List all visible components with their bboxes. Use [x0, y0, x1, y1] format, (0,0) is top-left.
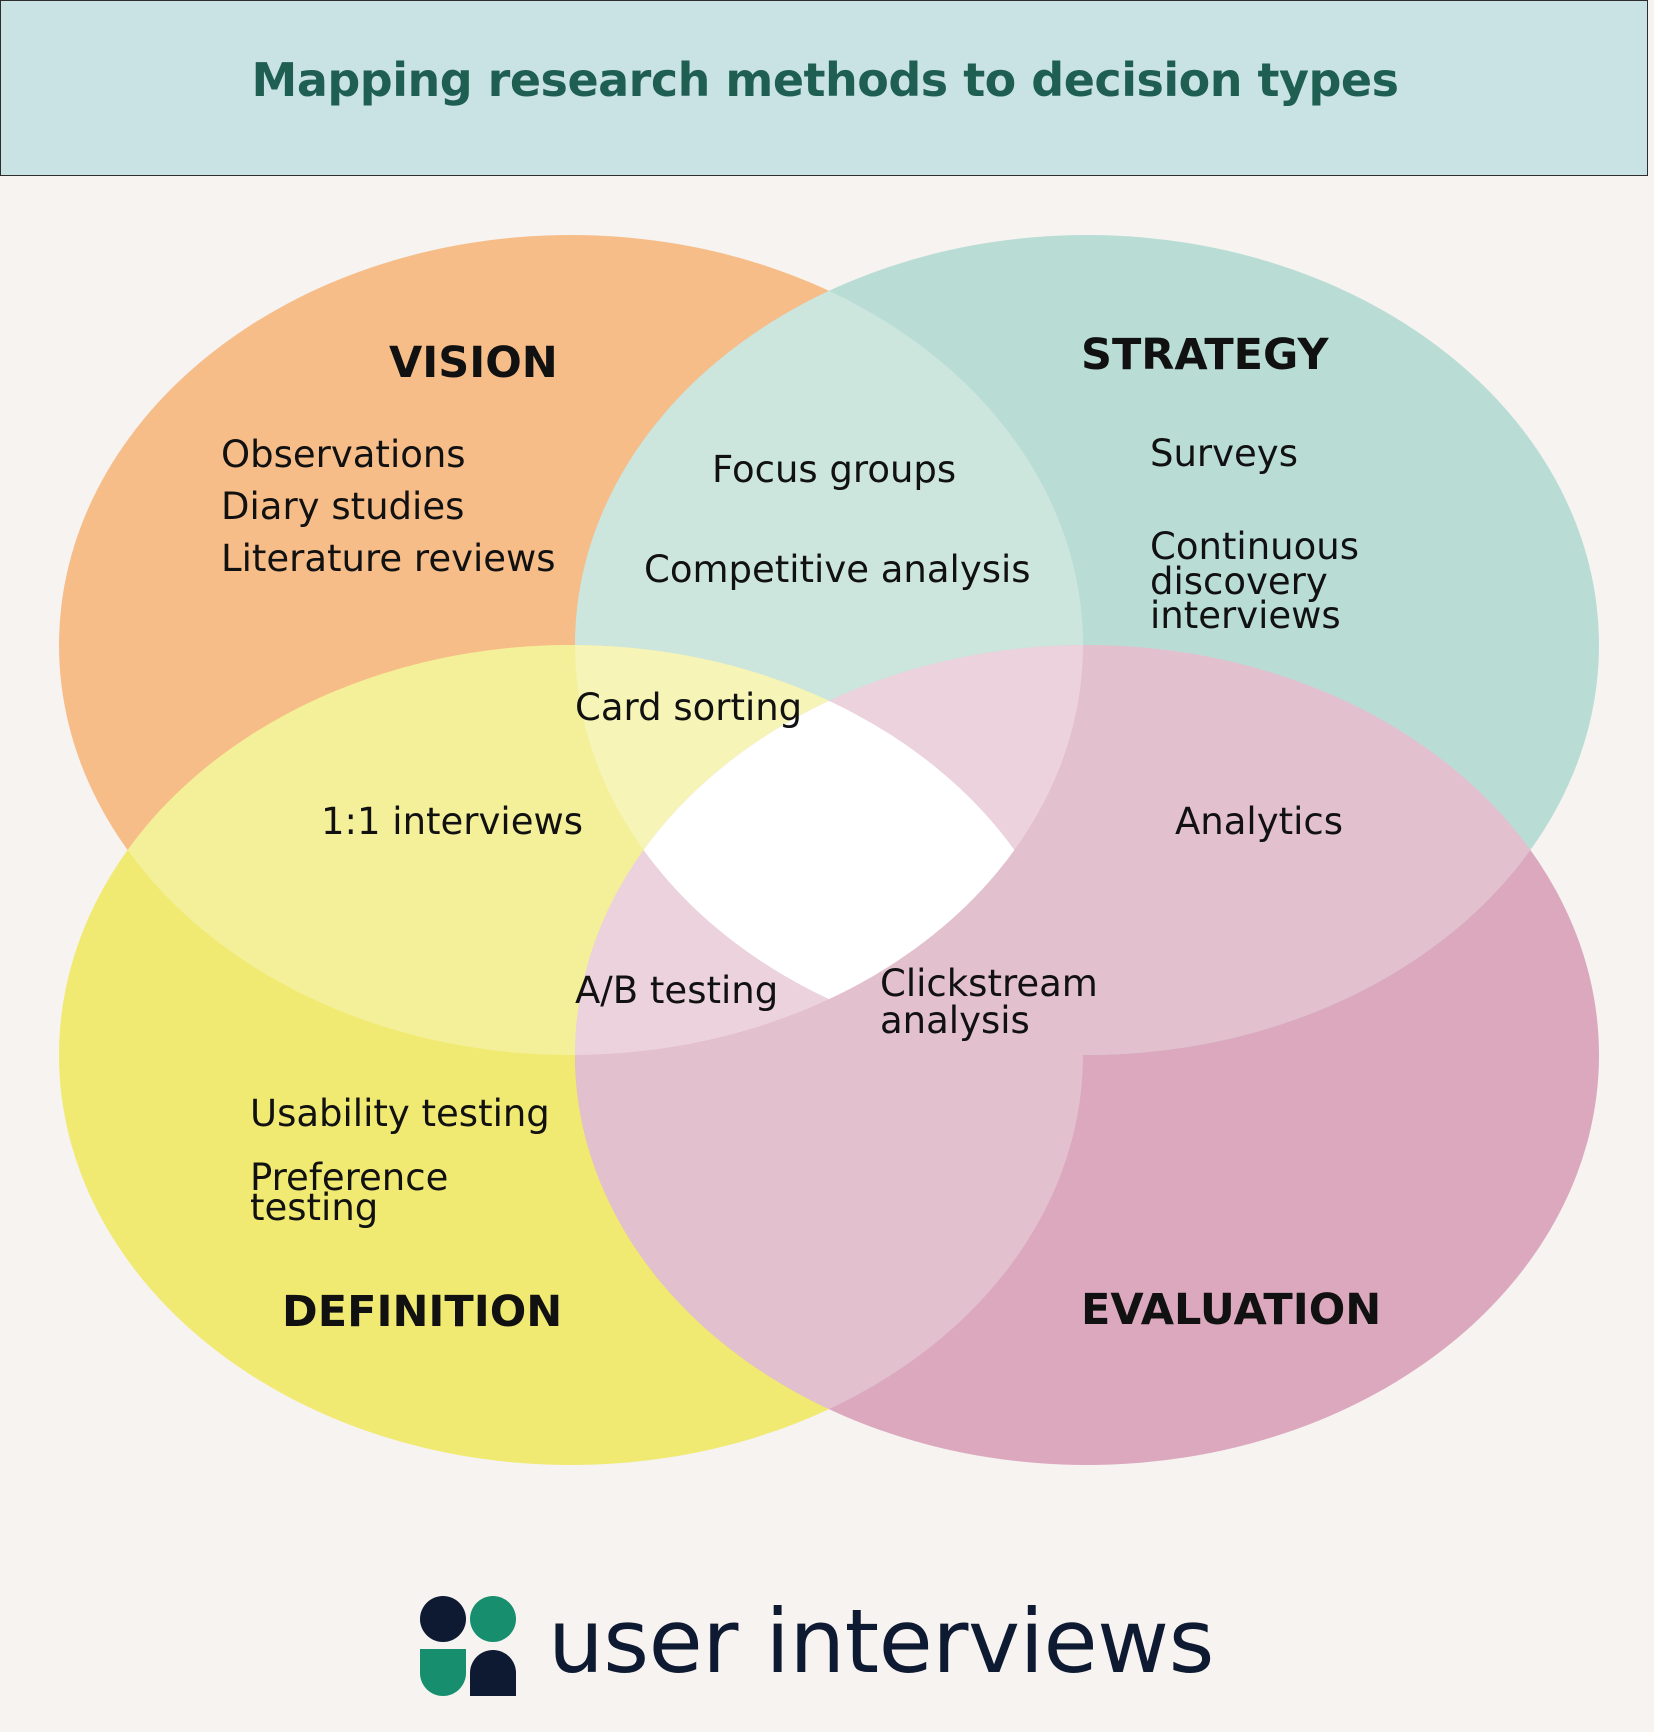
method-observations: Observations	[221, 433, 466, 476]
vision-heading: VISION	[389, 338, 558, 388]
method-clickstream-line1: Clickstream	[880, 962, 1098, 1005]
page-title: Mapping research methods to decision typ…	[251, 53, 1399, 107]
method-card-sorting: Card sorting	[575, 686, 802, 729]
method-analytics: Analytics	[1175, 800, 1343, 843]
method-1-1-interviews: 1:1 interviews	[321, 800, 583, 843]
evaluation-heading: EVALUATION	[1081, 1285, 1381, 1335]
method-usability-testing: Usability testing	[250, 1092, 550, 1135]
method-clickstream-line2: analysis	[880, 999, 1030, 1042]
method-continuous-line1: Continuous	[1150, 525, 1359, 568]
title-banner: Mapping research methods to decision typ…	[0, 0, 1648, 176]
method-preference-line1: Preference	[250, 1156, 448, 1199]
strategy-heading: STRATEGY	[1081, 330, 1329, 380]
center-all-overlap	[575, 645, 1083, 1055]
user-interviews-logo-icon	[420, 1596, 516, 1696]
method-literature-reviews: Literature reviews	[221, 537, 556, 580]
method-continuous-line2: discovery	[1150, 560, 1328, 603]
method-surveys: Surveys	[1150, 432, 1298, 475]
method-ab-testing: A/B testing	[575, 969, 778, 1012]
brand-name: user interviews	[548, 1590, 1214, 1693]
method-diary-studies: Diary studies	[221, 485, 464, 528]
method-continuous-line3: interviews	[1150, 594, 1341, 637]
method-focus-groups: Focus groups	[712, 448, 956, 491]
method-competitive-analysis: Competitive analysis	[644, 548, 1031, 591]
definition-heading: DEFINITION	[282, 1287, 562, 1337]
method-preference-line2: testing	[250, 1186, 378, 1229]
